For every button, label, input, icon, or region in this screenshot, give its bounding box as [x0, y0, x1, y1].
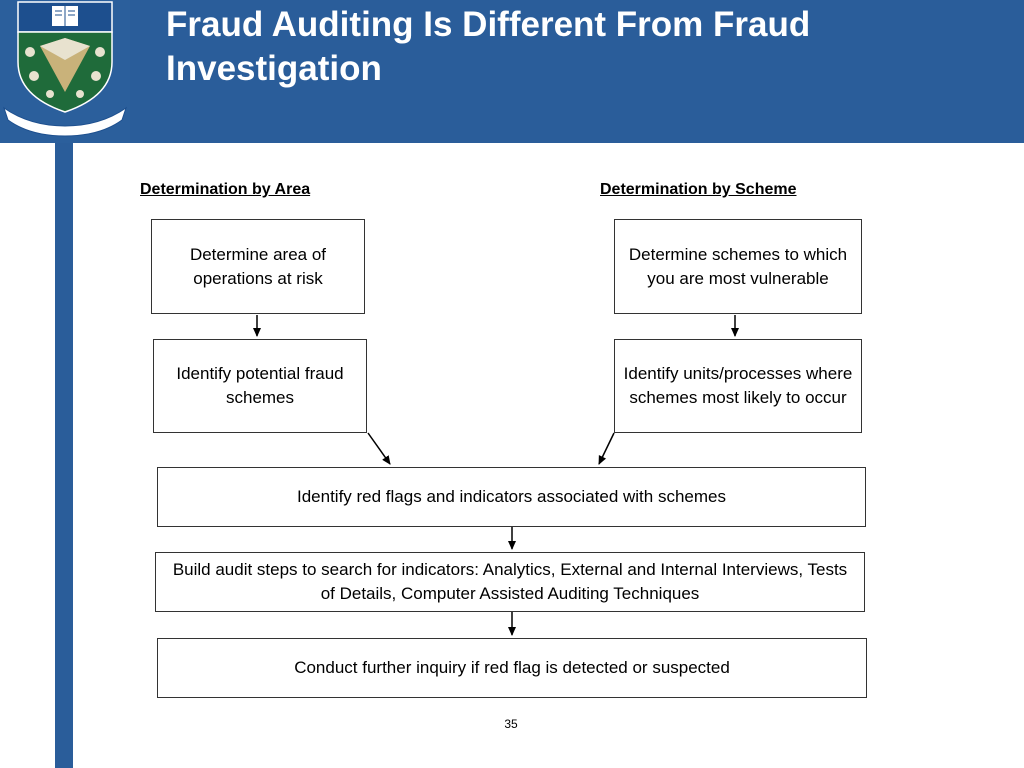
heading-determination-by-scheme: Determination by Scheme	[600, 181, 797, 198]
arrow-scheme-to-red-flags	[598, 432, 615, 465]
box-determine-area: Determine area of operations at risk	[151, 219, 365, 314]
box-identify-units-processes: Identify units/processes where schemes m…	[614, 339, 862, 433]
header-bar	[0, 0, 1024, 143]
arrow-area-to-red-flags	[367, 432, 391, 465]
left-accent-bar	[55, 143, 73, 768]
box-build-audit-steps: Build audit steps to search for indicato…	[155, 552, 865, 612]
university-crest-icon	[3, 1, 127, 137]
crest-panel	[0, 0, 130, 143]
box-identify-red-flags: Identify red flags and indicators associ…	[157, 467, 866, 527]
box-determine-schemes: Determine schemes to which you are most …	[614, 219, 862, 314]
page-number: 35	[504, 717, 518, 731]
heading-determination-by-area: Determination by Area	[140, 181, 311, 198]
slide-title: Fraud Auditing Is Different From Fraud I…	[166, 5, 811, 88]
box-identify-fraud-schemes: Identify potential fraud schemes	[153, 339, 367, 433]
box-conduct-further-inquiry: Conduct further inquiry if red flag is d…	[157, 638, 867, 698]
